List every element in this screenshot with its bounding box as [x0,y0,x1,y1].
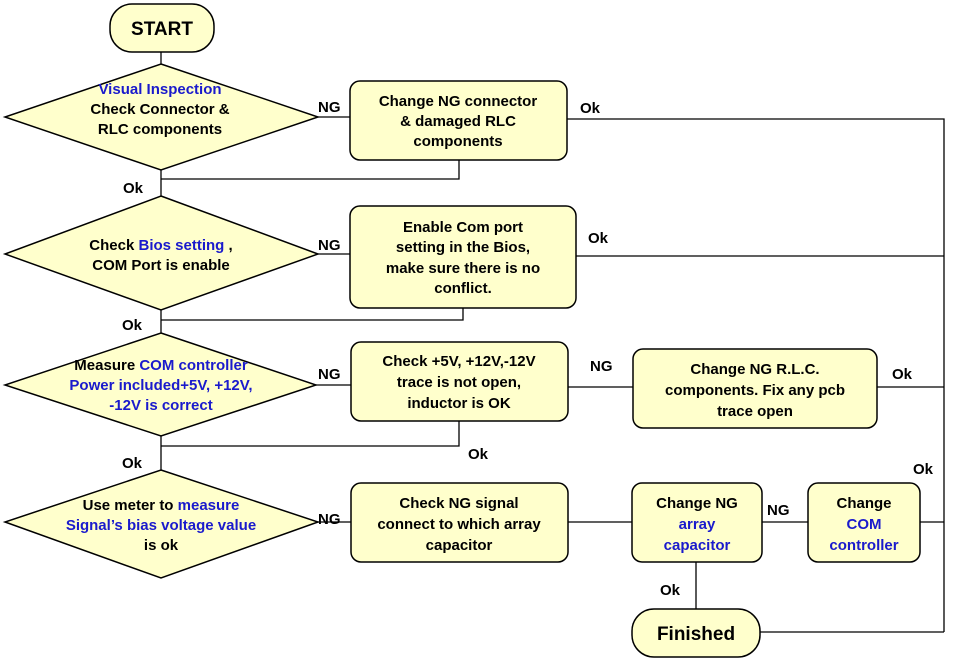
process-change-com-controller-line1: Change [836,495,891,512]
decision-signal-bias-line2: Signal’s bias voltage value [66,517,256,534]
process-check-ng-signal-line3: capacitor [426,537,493,554]
process-enable-com-port-line3: make sure there is no [386,260,540,277]
edge-label-b2-ok: Ok [588,230,609,247]
process-change-connector-line3: components [413,133,502,150]
connectors [160,52,945,633]
start-terminal: START [109,3,215,53]
decision-bios-setting-line2: COM Port is enable [92,257,230,274]
edge-label-b4-ok: Ok [892,366,913,383]
process-check-voltage-trace: Check +5V, +12V,-12V trace is not open, … [350,341,569,422]
edge-label-b3-ok: Ok [468,446,489,463]
process-change-array-capacitor-line3: capacitor [664,537,731,554]
decision-signal-bias: Use meter to measure Signal’s bias volta… [2,469,321,579]
edge-label-d1-ok: Ok [123,180,144,197]
process-check-voltage-trace-line3: inductor is OK [407,395,511,412]
process-enable-com-port-line1: Enable Com port [403,219,523,236]
process-change-rlc-line3: trace open [717,403,793,420]
edge-label-b6-ok: Ok [660,582,681,599]
edge-label-d3-ng: NG [318,366,341,383]
connector-b1-return [161,160,460,180]
process-check-ng-signal: Check NG signal connect to which array c… [350,482,569,563]
process-check-voltage-trace-line2: trace is not open, [397,374,521,391]
process-change-connector-line1: Change NG connector [379,93,538,110]
process-check-voltage-trace-line1: Check +5V, +12V,-12V [382,353,535,370]
decision-visual-inspection-line2: Check Connector & [90,101,229,118]
decision-bios-setting-line1: Check Bios setting , [89,237,232,254]
decision-signal-bias-line3: is ok [144,537,179,554]
edge-label-b3-ng: NG [590,358,613,375]
process-change-com-controller-line2: COM [847,516,882,533]
process-change-com-controller: Change COM controller [807,482,921,563]
edge-label-d2-ok: Ok [122,317,143,334]
edge-labels: NG Ok Ok NG Ok Ok NG NG Ok Ok Ok NG NG O… [122,99,934,599]
decision-com-controller-power: Measure COM controller Power included+5V… [2,332,319,437]
edge-label-b7-ok: Ok [913,461,934,478]
finished-label: Finished [657,624,735,645]
decision-bios-setting: Check Bios setting , COM Port is enable [2,195,321,311]
decision-visual-inspection-line1: Visual Inspection [98,81,221,98]
edge-label-b6-ng: NG [767,502,790,519]
process-change-rlc-line2: components. Fix any pcb [665,382,845,399]
process-check-ng-signal-line2: connect to which array [377,516,541,533]
connector-b3-return [161,421,460,447]
process-check-ng-signal-line1: Check NG signal [399,495,518,512]
process-change-array-capacitor-line2: array [679,516,716,533]
decision-com-controller-power-line3: -12V is correct [109,397,212,414]
start-label: START [131,19,193,40]
connector-b1-ok [567,118,945,632]
decision-visual-inspection-line3: RLC components [98,121,222,138]
decision-com-controller-power-line1: Measure COM controller [74,357,248,374]
process-enable-com-port-line4: conflict. [434,280,492,297]
edge-label-d1-ng: NG [318,99,341,116]
process-change-array-capacitor-line1: Change NG [656,495,738,512]
finished-terminal: Finished [631,608,761,658]
process-change-array-capacitor: Change NG array capacitor [631,482,763,563]
edge-label-d2-ng: NG [318,237,341,254]
edge-label-d4-ng: NG [318,511,341,528]
edge-label-d3-ok: Ok [122,455,143,472]
edge-label-b1-ok: Ok [580,100,601,117]
decision-com-controller-power-line2: Power included+5V, +12V, [69,377,252,394]
decision-visual-inspection: Visual Inspection Check Connector & RLC … [2,63,321,171]
process-change-rlc-line1: Change NG R.L.C. [690,361,819,378]
process-enable-com-port-line2: setting in the Bios, [396,239,530,256]
connector-b2-return [161,308,464,321]
process-change-com-controller-line3: controller [829,537,898,554]
process-change-connector-line2: & damaged RLC [400,113,516,130]
process-change-connector: Change NG connector & damaged RLC compon… [349,80,568,161]
process-enable-com-port: Enable Com port setting in the Bios, mak… [349,205,577,309]
decision-signal-bias-line1: Use meter to measure [83,497,240,514]
process-change-rlc: Change NG R.L.C. components. Fix any pcb… [632,348,878,429]
